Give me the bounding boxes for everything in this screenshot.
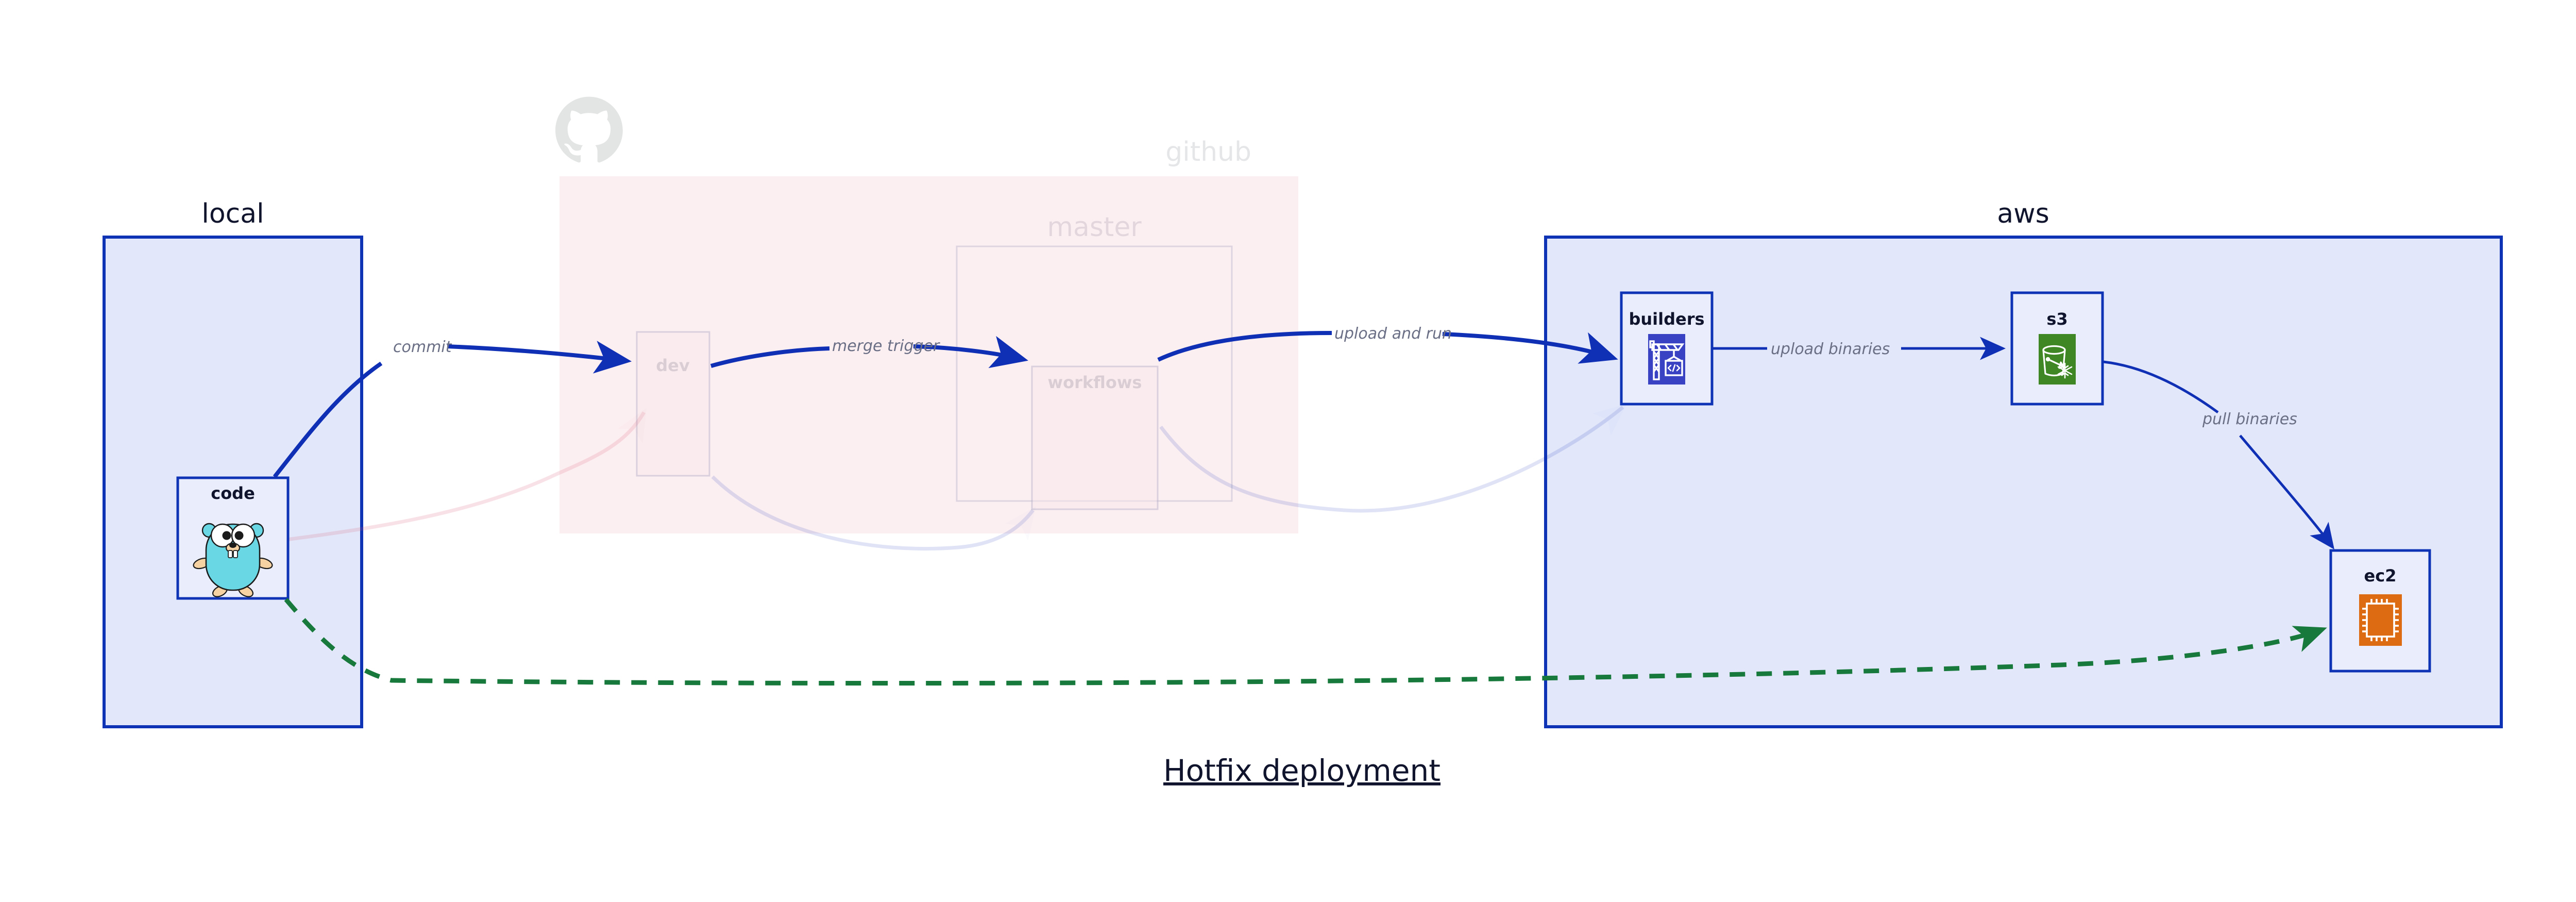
node-ec2[interactable]: ec2: [2329, 549, 2431, 673]
node-dev[interactable]: dev: [636, 331, 710, 477]
zone-local[interactable]: local: [103, 198, 363, 728]
edge-commit-tail: [273, 361, 383, 478]
edge-pull-binaries-label: pull binaries: [2202, 410, 2297, 428]
node-workflows[interactable]: workflows: [1031, 365, 1159, 510]
page-title: Hotfix deployment: [1163, 753, 1440, 788]
node-builders[interactable]: builders: [1620, 291, 1714, 406]
node-dev-box: [636, 331, 710, 477]
aws-ec2-icon: [2359, 594, 2402, 646]
edge-pull-binaries-head: [2239, 435, 2334, 550]
edge-merge-trigger-tail: [710, 346, 830, 368]
edge-upload-and-run-head: [1442, 332, 1618, 364]
node-ec2-label: ec2: [2364, 566, 2397, 586]
zone-aws-label: aws: [1997, 198, 2049, 229]
aws-s3-glacier-icon: [2039, 334, 2076, 385]
zone-local-label: local: [201, 198, 264, 229]
zone-github-label: github: [1165, 137, 1251, 168]
node-code-label: code: [211, 483, 255, 503]
edge-commit-head: [447, 341, 632, 374]
node-s3[interactable]: s3: [2010, 291, 2104, 406]
edge-upload-and-run-label: upload and run: [1334, 325, 1452, 343]
go-gopher-icon: [193, 523, 273, 597]
edge-merge-trigger-label: merge trigger: [832, 337, 940, 355]
subzone-master[interactable]: master: [956, 212, 1233, 502]
edge-upload-binaries-label: upload binaries: [1771, 340, 1890, 358]
edge-faded-dev-workflows: [711, 475, 1036, 551]
node-builders-label: builders: [1629, 309, 1704, 329]
edge-faded-code-dev: [242, 408, 647, 547]
subzone-master-label: master: [1047, 212, 1142, 243]
edge-merge-trigger-head: [913, 336, 1028, 369]
node-workflows-label: workflows: [1048, 373, 1142, 392]
edge-hotfix-direct: [284, 598, 2327, 686]
node-code[interactable]: code: [176, 476, 290, 600]
edge-commit-label: commit: [393, 338, 452, 356]
node-dev-label: dev: [656, 356, 690, 375]
aws-codebuild-icon: [1648, 334, 1685, 385]
edge-pull-binaries-tail: [2103, 360, 2219, 414]
edge-upload-and-run-tail: [1157, 331, 1332, 362]
node-s3-label: s3: [2046, 309, 2067, 329]
node-workflows-box: [1031, 365, 1159, 510]
edge-faded-workflows-builders: [1159, 404, 1627, 513]
github-octocat-icon: [555, 96, 623, 163]
